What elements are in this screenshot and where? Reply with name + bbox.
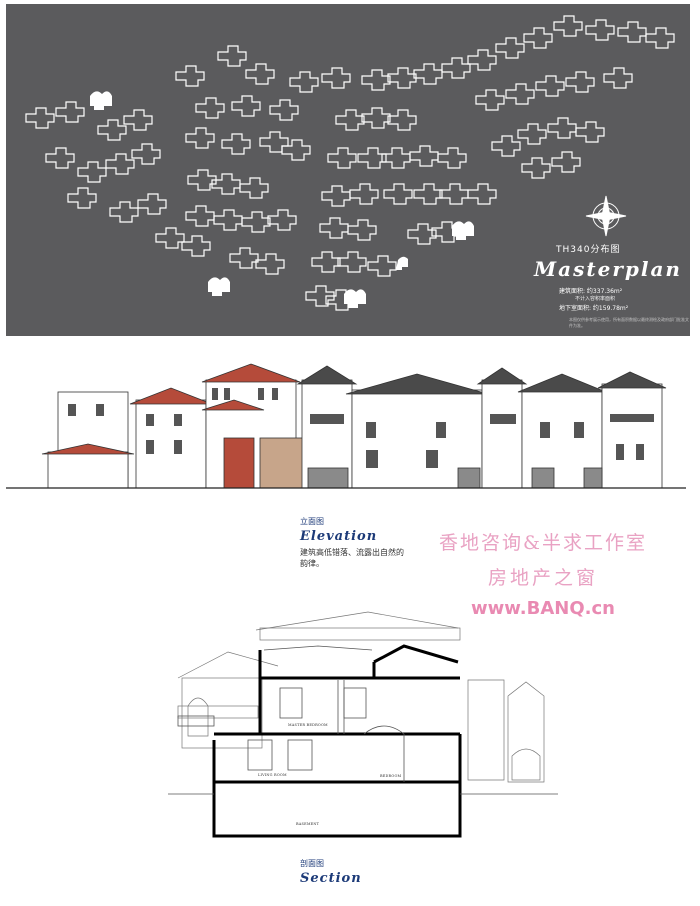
watermark-line-2: 房地产之窗: [487, 567, 598, 589]
compass-rose-icon: [585, 195, 627, 237]
masterplan-title: TH340分布图: [556, 245, 621, 255]
masterplan-area-note: 不计入容积率面积: [575, 296, 616, 302]
masterplan-script-title: Masterplan: [534, 257, 682, 281]
room-label-living-room: LIVING ROOM: [258, 773, 287, 777]
elevation-label-en: Elevation: [300, 529, 378, 544]
section-drawing: MASTER BEDROOM LIVING ROOM BEDROOM BASEM…: [168, 606, 558, 852]
elevation-drawing: [6, 363, 686, 489]
section-svg: [168, 611, 558, 838]
watermark-line-1: 香地咨询&半求工作室: [439, 532, 647, 554]
masterplan-area-basement: 地下室面积: 约159.78m²: [559, 305, 629, 312]
elevation-caption: 立面图 Elevation 建筑高低错落、流露出自然的韵律。: [300, 516, 410, 569]
elevation-description: 建筑高低错落、流露出自然的韵律。: [300, 548, 404, 568]
elevation-label-cn: 立面图: [300, 517, 324, 526]
masterplan-drawing: [25, 15, 675, 311]
unit-highlights: [90, 91, 474, 308]
unit-column-left: [25, 101, 211, 257]
elev-pavilion: [47, 451, 129, 489]
room-label-basement: BASEMENT: [296, 822, 320, 826]
watermark: 香地咨询&半求工作室 房地产之窗 www.BANQ.cn: [418, 528, 668, 619]
section-label-en: Section: [300, 871, 362, 886]
unit-row-second: [195, 67, 633, 131]
room-label-master-bedroom: MASTER BEDROOM: [288, 723, 328, 727]
watermark-url: www.BANQ.cn: [471, 598, 615, 619]
section-label-cn: 剖面图: [300, 859, 324, 868]
masterplan-fine-print: 本图仅供参考展示使用，所有面积数据以最终测绘及政府部门批准文件为准。: [569, 317, 689, 328]
masterplan-panel: TH340分布图 Masterplan 建筑面积: 约337.36m² 不计入容…: [6, 4, 690, 336]
unit-row-top: [175, 15, 675, 93]
masterplan-area-total: 建筑面积: 约337.36m²: [559, 288, 623, 295]
room-label-bedroom: BEDROOM: [380, 774, 402, 778]
unit-row-third: [185, 117, 605, 179]
section-caption: 剖面图 Section: [300, 858, 362, 886]
unit-cluster-middle: [185, 169, 497, 311]
